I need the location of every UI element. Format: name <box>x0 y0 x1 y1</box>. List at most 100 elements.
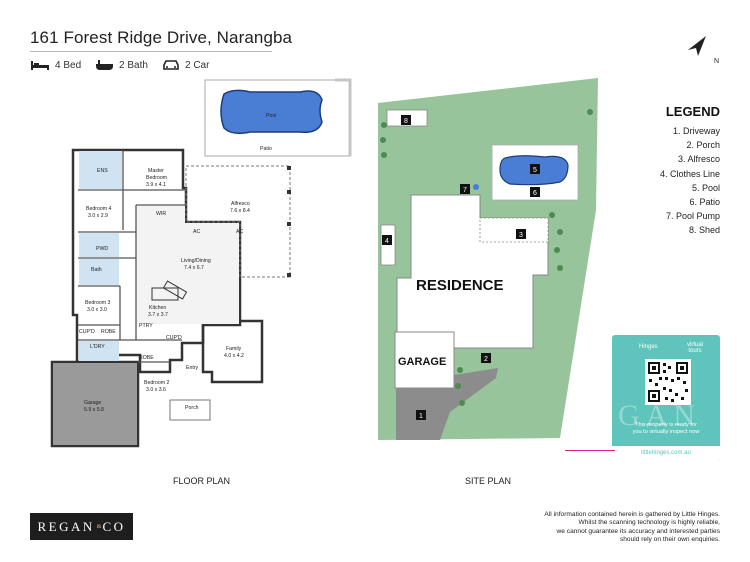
interior-walls <box>78 150 186 363</box>
bed2-label: Bedroom 2 <box>144 380 169 386</box>
master-label-2: Bedroom <box>146 175 167 181</box>
disclaimer-line: we cannot guarantee its accuracy and int… <box>556 527 720 535</box>
property-address: 161 Forest Ridge Drive, Narangba <box>30 28 293 47</box>
site-plan-caption: SITE PLAN <box>465 476 512 486</box>
floor-plan: Pool Patio ENS Master Bedro <box>50 78 352 448</box>
disclaimer-line: Whilst the scanning technology is highly… <box>578 519 720 527</box>
pool-label: Pool <box>266 113 276 119</box>
marker-7: 7 <box>463 187 467 194</box>
robe-label-1: ROBE <box>101 329 116 335</box>
porch-label: Porch <box>185 405 199 411</box>
bed-count-label: 4 Bed <box>55 59 82 71</box>
pool-shape <box>220 89 323 135</box>
legend-item: 1. Driveway <box>672 126 720 136</box>
pantry-label: PTRY <box>139 323 153 329</box>
legend-item: 5. Pool <box>691 182 720 193</box>
legend-item: 8. Shed <box>688 225 720 236</box>
north-arrow-icon <box>688 36 706 56</box>
pwd-label: PWD <box>96 246 108 252</box>
alfresco-outline <box>185 165 291 278</box>
alfresco-posts <box>287 166 291 277</box>
laundry-label: L'DRY <box>90 344 105 350</box>
legend-list: 1. Driveway 2. Porch 3. Alfresco 4. Clot… <box>660 124 720 238</box>
bed3-dim: 3.0 x 3.0 <box>87 307 107 313</box>
promo-accent-line <box>565 450 615 451</box>
bed-count: 4 Bed <box>30 58 81 72</box>
bath-label: Bath <box>91 267 102 273</box>
site-garage-label: GARAGE <box>398 356 446 368</box>
family-dim: 4.0 x 4.2 <box>224 353 244 359</box>
agency-logo: REGAN & CO <box>30 513 133 540</box>
marker-2: 2 <box>484 356 488 363</box>
title-divider <box>30 51 272 52</box>
master-label: Master <box>148 168 164 174</box>
promo-brand: Hinges <box>639 344 658 350</box>
logo-name-right: CO <box>102 518 126 534</box>
living-floor <box>137 206 239 324</box>
bed2-dim: 3.0 x 3.6 <box>146 387 166 393</box>
alfresco-footprint <box>479 217 549 243</box>
robe-label-2: ROBE <box>139 355 154 361</box>
cupboard-label-2: CUP'D <box>166 335 182 341</box>
cupboard-label-1: CUP'D <box>79 329 95 335</box>
pool-pump-icon <box>473 184 479 190</box>
bathroom-floor <box>79 259 119 285</box>
marker-1: 1 <box>419 413 423 420</box>
marker-6: 6 <box>533 190 537 197</box>
bed4-dim: 3.0 x 2.9 <box>88 213 108 219</box>
kitchen-island <box>151 287 179 301</box>
promo-ready-line2: you to virtually inspect now <box>632 429 700 435</box>
living-dim: 7.4 x 6.7 <box>184 265 204 271</box>
kitchen-dim: 3.7 x 3.7 <box>148 312 168 318</box>
ac-label-1: AC <box>193 229 200 235</box>
site-plan: 1 2 3 4 5 6 7 8 RESIDENCE GARAGE <box>378 78 598 440</box>
ensuite-label: ENS <box>97 168 108 174</box>
marker-4: 4 <box>385 238 389 245</box>
bath-count-label: 2 Bath <box>119 59 148 71</box>
ensuite-floor <box>79 151 122 189</box>
marker-3: 3 <box>519 232 523 239</box>
site-markers: 1 2 3 4 5 6 7 8 <box>382 115 540 420</box>
promo-virtual-tours: virtual tours <box>687 342 703 354</box>
virtual-tour-card[interactable]: Hinges virtual tours GAN This property i… <box>612 335 720 461</box>
promo-ready-text: This property is ready for you to virtua… <box>616 422 716 436</box>
bed-icon <box>31 60 49 70</box>
driveway <box>396 368 498 440</box>
legend-item: 3. Alfresco <box>677 154 720 165</box>
north-label: N <box>714 58 720 65</box>
qr-code-icon[interactable] <box>645 359 691 405</box>
alfresco-dim: 7.6 x 8.4 <box>230 208 250 214</box>
alfresco-label: Alfresco <box>231 201 250 207</box>
garage-dim: 5.9 x 5.8 <box>84 407 104 413</box>
kitchen-bench <box>162 280 188 300</box>
promo-virtual: virtual <box>687 342 704 348</box>
promo-tours: tours <box>688 348 702 354</box>
garage-label: Garage <box>84 400 101 406</box>
legend-item: 7. Pool Pump <box>665 211 720 222</box>
site-trees <box>380 109 593 406</box>
bath-count: 2 Bath <box>95 58 148 72</box>
disclaimer-line: All information contained herein is gath… <box>544 511 720 518</box>
bath-icon <box>96 60 113 70</box>
marker-8: 8 <box>404 118 408 125</box>
powder-room-floor <box>79 233 119 257</box>
legend-item: 4. Clothes Line <box>659 168 720 179</box>
porch-outline <box>169 399 211 421</box>
floor-plan-caption: FLOOR PLAN <box>173 476 231 486</box>
legend-title: LEGEND <box>665 104 720 119</box>
patio-label: Patio <box>260 146 272 152</box>
entry-label: Entry <box>186 365 199 371</box>
legend-item: 2. Porch <box>686 140 720 151</box>
pool-garden-edge <box>335 78 352 156</box>
car-icon <box>163 60 179 70</box>
master-dim: 3.9 x 4.1 <box>146 182 166 188</box>
residence-label: RESIDENCE <box>416 277 504 294</box>
kitchen-label: Kitchen <box>149 305 166 311</box>
bed3-label: Bedroom 3 <box>85 300 110 306</box>
garage-floor <box>53 363 137 445</box>
bed4-label: Bedroom 4 <box>86 206 111 212</box>
legend-item: 6. Patio <box>689 197 720 208</box>
promo-website-link[interactable]: littlehinges.com.au <box>612 446 720 461</box>
logo-ampersand: & <box>96 523 102 530</box>
car-count: 2 Car <box>162 58 209 72</box>
